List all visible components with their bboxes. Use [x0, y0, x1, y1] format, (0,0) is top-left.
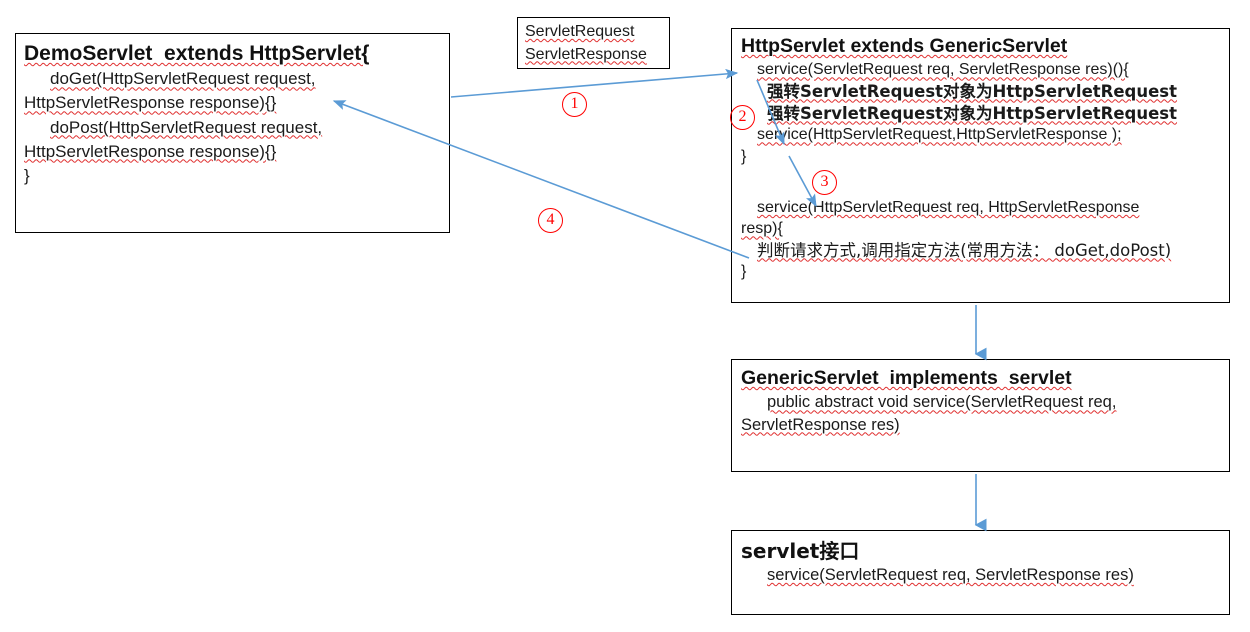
genericservlet-line-2: ServletResponse res) [741, 415, 900, 434]
step-marker-2: 2 [730, 105, 755, 130]
httpservlet-dispatch-note: 判断请求方式,调用指定方法(常用方法： doGet,doPost) [757, 240, 1172, 260]
servlet-interface-line-1: service(ServletRequest req, ServletRespo… [767, 566, 1134, 584]
class-box-genericservlet: GenericServlet implements servlet public… [731, 359, 1230, 472]
servletrequest-label: ServletRequest [525, 23, 635, 40]
demoservlet-line-2: HttpServletResponse response){} [24, 93, 277, 113]
demoservlet-line-1: doGet(HttpServletRequest request, [50, 69, 316, 89]
httpservlet-cast-line-1: 强转ServletRequest对象为HttpServletRequest [767, 81, 1178, 101]
demoservlet-line-5: } [24, 165, 30, 185]
genericservlet-line-1: public abstract void service(ServletRequ… [767, 393, 1117, 412]
demoservlet-line-4: HttpServletResponse response){} [24, 141, 277, 161]
note-box-servlet-request-response: ServletRequest ServletResponse [517, 17, 670, 69]
step-marker-1: 1 [562, 92, 587, 117]
demoservlet-title: DemoServlet extends HttpServlet{ [24, 42, 370, 65]
step-marker-3: 3 [812, 170, 837, 195]
httpservlet-service-signature: service(ServletRequest req, ServletRespo… [757, 61, 1129, 79]
httpservlet-service-call: service(HttpServletRequest,HttpServletRe… [757, 126, 1122, 144]
httpservlet-closing-brace-1: } [741, 147, 747, 165]
servletresponse-label: ServletResponse [525, 45, 647, 63]
step-marker-4: 4 [538, 208, 563, 233]
genericservlet-title: GenericServlet implements servlet [741, 367, 1072, 389]
interface-box-servlet: servlet接口 service(ServletRequest req, Se… [731, 530, 1230, 615]
httpservlet-cast-line-2: 强转ServletRequest对象为HttpServletRequest [767, 103, 1178, 123]
class-box-demoservlet: DemoServlet extends HttpServlet{ doGet(H… [15, 33, 450, 233]
demoservlet-line-3: doPost(HttpServletRequest request, [50, 117, 323, 137]
httpservlet-http-service-signature-cont: resp){ [741, 220, 783, 238]
httpservlet-http-service-signature: service(HttpServletRequest req, HttpServ… [757, 199, 1140, 217]
class-box-httpservlet: HttpServlet extends GenericServlet servi… [731, 28, 1230, 303]
connector-demo-to-httpservlet [450, 68, 739, 98]
httpservlet-title: HttpServlet extends GenericServlet [741, 35, 1068, 57]
httpservlet-closing-brace-2: } [741, 263, 747, 281]
servlet-interface-title: servlet接口 [741, 539, 860, 563]
